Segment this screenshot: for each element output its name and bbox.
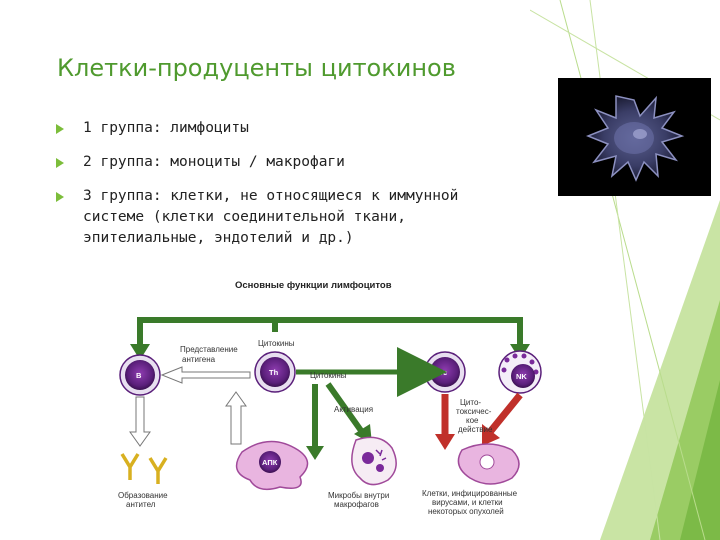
green-feedback-arrow: [137, 317, 523, 352]
page-title: Клетки-продуценты цитокинов: [57, 54, 456, 82]
lymphocyte-photo: [558, 78, 711, 196]
label-cytotoxic: кое: [466, 416, 479, 425]
svg-text:B: B: [136, 371, 142, 380]
bullet-line: 3 группа: клетки, не относящиеся к иммун…: [83, 188, 459, 204]
svg-text:NK: NK: [516, 372, 527, 381]
label-microbes: макрофагов: [334, 500, 379, 509]
label-antibodies: Образование: [118, 491, 168, 500]
antibodies-icon: [120, 453, 168, 484]
label-microbes: Микробы внутри: [328, 491, 389, 500]
svg-text:Tc: Tc: [439, 368, 447, 377]
bullet-text: 1 группа: лимфоциты: [83, 120, 249, 136]
infected-cell: [457, 443, 520, 485]
bullet-group-2: 2 группа: моноциты / макрофаги: [56, 152, 526, 173]
antibody-arrow: [129, 396, 151, 447]
label-infected-cells: Клетки, инфицированные: [422, 489, 518, 498]
bullet-group-1: 1 группа: лимфоциты: [56, 118, 526, 139]
diagram-title: Основные функции лимфоцитов: [235, 280, 392, 291]
nk-cell: NK: [498, 350, 542, 394]
bullet-text: 2 группа: моноциты / макрофаги: [83, 154, 345, 170]
label-cytotoxic: Цито-: [460, 398, 481, 407]
th-cell: Th: [254, 351, 296, 393]
label-infected-cells: некоторых опухолей: [428, 507, 504, 516]
bullet-group-3: 3 группа: клетки, не относящиеся к иммун…: [56, 186, 526, 249]
bullet-list: 1 группа: лимфоциты 2 группа: моноциты /…: [56, 118, 526, 262]
antigen-presentation-arrow: [160, 366, 251, 384]
svg-text:АПК: АПК: [262, 458, 278, 467]
label-antigen-presentation: Представление: [180, 345, 238, 354]
bullet-arrow-icon: [56, 158, 64, 168]
apc-cell: АПК: [235, 440, 309, 491]
tc-cell: Tc: [424, 351, 466, 393]
label-infected-cells: вирусами, и клетки: [432, 498, 503, 507]
label-antibodies: антител: [126, 500, 156, 509]
label-cytotoxic: токсичес-: [456, 407, 492, 416]
label-antigen-presentation: антигена: [182, 355, 216, 364]
lymphocyte-functions-diagram: Основные функции лимфоцитов Цитокины B T…: [118, 280, 542, 516]
arrow-head-icon: [435, 434, 455, 450]
bullet-line: эпителиальные, эндотелий и др.): [83, 230, 354, 246]
label-cytokines-top: Цитокины: [258, 339, 295, 348]
bullet-arrow-icon: [56, 124, 64, 134]
b-cell: B: [119, 354, 161, 396]
arrow-head-icon: [130, 344, 150, 360]
arrow-head-icon: [482, 424, 500, 446]
label-cytokines-mid: Цитокины: [310, 371, 347, 380]
macrophage-cell: [351, 436, 397, 486]
svg-text:Th: Th: [269, 368, 279, 377]
apc-up-arrow: [225, 391, 247, 445]
label-activation: Активация: [334, 405, 373, 414]
bullet-line: системе (клетки соединительной ткани,: [83, 209, 407, 225]
bullet-arrow-icon: [56, 192, 64, 202]
label-cytotoxic: действие: [458, 425, 493, 434]
